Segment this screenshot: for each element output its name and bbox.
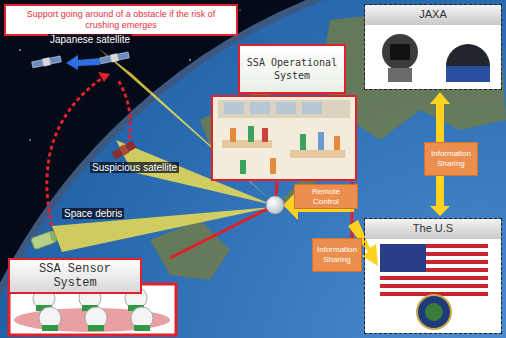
approach-path	[47, 78, 131, 226]
space-debris	[31, 230, 59, 250]
us-flag	[380, 244, 488, 298]
satellite-label: Suspicious satellite	[90, 162, 179, 173]
japanese-satellite	[99, 51, 129, 65]
approach-head	[98, 72, 110, 82]
share-arrows	[283, 92, 450, 266]
agency-panel: JAXA	[364, 4, 502, 90]
node-text: SSA Operational System	[238, 44, 346, 94]
node-text: Support going around of a obstacle if th…	[12, 9, 230, 32]
link-line	[170, 182, 277, 258]
node-text: JAXA	[365, 5, 501, 25]
agency-panel: The U.S	[364, 218, 502, 334]
telescope-domes	[382, 34, 490, 82]
node-text: The U.S	[365, 219, 501, 239]
seal	[417, 295, 451, 329]
node-text: Information Sharing	[316, 245, 358, 264]
node-text: Information Sharing	[428, 149, 474, 168]
flow-tag: Remote Control	[294, 184, 358, 209]
us-panel	[365, 219, 501, 333]
operations-room	[212, 96, 356, 180]
node-text: SSA Sensor System	[8, 258, 142, 294]
japanese-satellite	[31, 55, 61, 69]
flow-tag: Information Sharing	[312, 238, 362, 272]
callout-box: Support going around of a obstacle if th…	[4, 4, 238, 36]
system-panel: SSA Operational System	[210, 44, 358, 182]
operations-room-detail	[218, 100, 350, 174]
move-arrow	[66, 55, 100, 70]
satellite-label: Japanese satellite	[48, 34, 132, 45]
node-text: Remote Control	[298, 187, 354, 206]
suspicious-satellite	[111, 140, 137, 161]
debris-label: Space debris	[62, 208, 124, 219]
flow-tag: Information Sharing	[424, 142, 478, 176]
system-panel: SSA Sensor System	[8, 258, 178, 336]
sensor-ball	[266, 196, 284, 214]
jaxa-panel	[365, 5, 501, 89]
